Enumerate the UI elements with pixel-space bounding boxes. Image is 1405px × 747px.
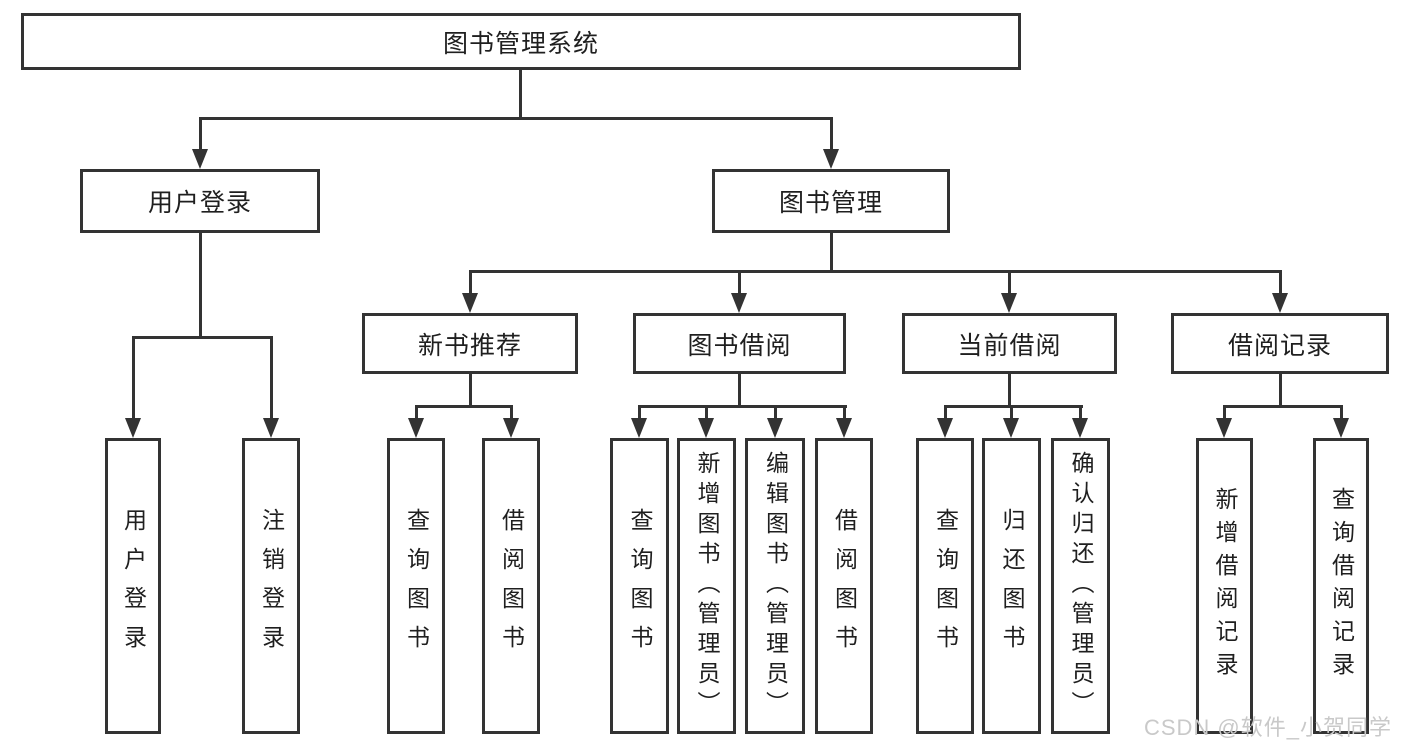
arrowhead-down-icon [1001,293,1017,313]
connector-h [132,336,273,339]
leaf-confirm-return-admin-label: 确认归还（管理员） [1068,451,1094,721]
node-user-login-label: 用户登录 [147,189,252,217]
connector-h [638,405,847,408]
connector-v [270,336,273,422]
connector-v [1008,270,1011,297]
arrowhead-down-icon [192,149,208,169]
connector-v [944,405,947,423]
arrowhead-down-icon [1003,418,1019,438]
connector-v [1008,374,1011,408]
connector-v [830,117,833,152]
node-new-book-recommend: 新书推荐 [362,313,578,374]
leaf-query-books-recommend: 查询图书 [387,438,445,734]
node-borrowing-records: 借阅记录 [1171,313,1389,374]
connector-v [830,233,833,273]
leaf-query-books-current: 查询图书 [916,438,974,734]
leaf-return-books-label: 归还图书 [999,508,1025,664]
arrowhead-down-icon [823,149,839,169]
node-book-management: 图书管理 [712,169,950,233]
leaf-add-books-admin-label: 新增图书（管理员） [694,451,720,721]
node-user-login: 用户登录 [80,169,320,233]
node-current-borrowing: 当前借阅 [902,313,1117,374]
node-borrowing-records-label: 借阅记录 [1227,331,1332,360]
arrowhead-down-icon [937,418,953,438]
leaf-add-borrowing-record-label: 新增借阅记录 [1212,487,1238,685]
leaf-add-books-admin: 新增图书（管理员） [677,438,736,734]
connector-h [944,405,1083,408]
connector-v [1340,405,1343,423]
connector-v [199,233,202,339]
node-book-borrowing: 图书借阅 [633,313,846,374]
arrowhead-down-icon [1272,293,1288,313]
node-new-book-recommend-label: 新书推荐 [417,331,522,360]
connector-v [1279,270,1282,297]
leaf-logout-label: 注销登录 [258,508,285,664]
connector-v [774,405,777,423]
connector-v [132,336,135,422]
connector-v [638,405,641,423]
leaf-query-books-current-label: 查询图书 [932,508,959,664]
arrowhead-down-icon [1072,418,1088,438]
connector-h [469,270,1282,273]
connector-v [738,374,741,408]
connector-h [415,405,513,408]
leaf-add-borrowing-record: 新增借阅记录 [1196,438,1253,734]
arrowhead-down-icon [1333,418,1349,438]
arrowhead-down-icon [263,418,279,438]
connector-v [1279,374,1282,408]
node-book-borrowing-label: 图书借阅 [687,331,792,360]
watermark: CSDN @软件_小贺同学 [1143,715,1392,740]
node-book-management-label: 图书管理 [778,189,883,217]
node-root: 图书管理系统 [21,13,1021,70]
leaf-edit-books-admin: 编辑图书（管理员） [745,438,805,734]
arrowhead-down-icon [631,418,647,438]
leaf-edit-books-admin-label: 编辑图书（管理员） [762,451,789,721]
arrowhead-down-icon [836,418,852,438]
leaf-return-books: 归还图书 [982,438,1041,734]
leaf-query-books-borrowing: 查询图书 [610,438,669,734]
leaf-query-books-recommend-label: 查询图书 [403,508,430,664]
connector-v [1223,405,1226,423]
leaf-confirm-return-admin: 确认归还（管理员） [1051,438,1110,734]
connector-v [469,270,472,297]
connector-v [469,374,472,408]
connector-v [843,405,846,423]
connector-v [415,405,418,423]
leaf-borrow-books-borrowing: 借阅图书 [815,438,873,734]
arrowhead-down-icon [462,293,478,313]
leaf-query-borrowing-record: 查询借阅记录 [1313,438,1369,734]
leaf-borrow-books-borrowing-label: 借阅图书 [831,508,858,664]
leaf-user-login-label: 用户登录 [120,508,147,664]
leaf-query-borrowing-record-label: 查询借阅记录 [1328,487,1355,685]
connector-v [1010,405,1013,423]
arrowhead-down-icon [767,418,783,438]
connector-h [1223,405,1343,408]
arrowhead-down-icon [698,418,714,438]
arrowhead-down-icon [731,293,747,313]
leaf-borrow-books-recommend: 借阅图书 [482,438,540,734]
connector-v [199,117,202,152]
leaf-query-books-borrowing-label: 查询图书 [627,508,653,664]
node-root-label: 图书管理系统 [442,29,599,58]
arrowhead-down-icon [408,418,424,438]
leaf-logout: 注销登录 [242,438,300,734]
leaf-borrow-books-recommend-label: 借阅图书 [498,508,525,664]
arrowhead-down-icon [503,418,519,438]
connector-v [519,70,522,120]
connector-v [705,405,708,423]
connector-v [738,270,741,297]
connector-h [199,117,833,120]
arrowhead-down-icon [125,418,141,438]
connector-v [510,405,513,423]
arrowhead-down-icon [1216,418,1232,438]
node-current-borrowing-label: 当前借阅 [957,331,1062,360]
leaf-user-login: 用户登录 [105,438,161,734]
connector-v [1079,405,1082,423]
